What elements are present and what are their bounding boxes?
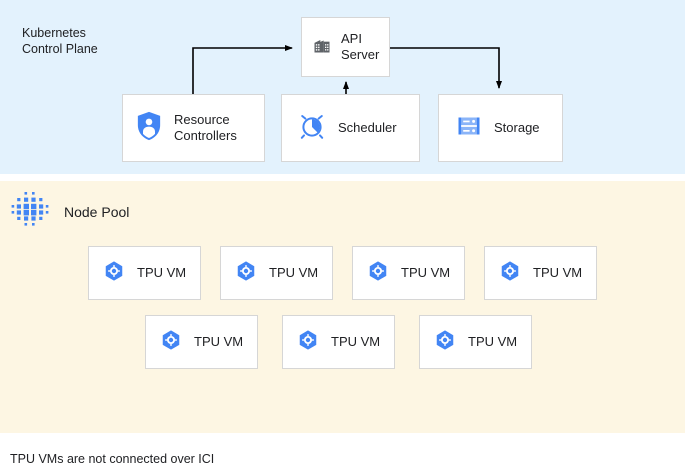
tpu-vm-box[interactable]: TPU VM bbox=[88, 246, 201, 300]
tpu-vm-box[interactable]: TPU VM bbox=[352, 246, 465, 300]
tpu-vm-label: TPU VM bbox=[533, 265, 583, 280]
server-rack-icon bbox=[456, 113, 482, 144]
shield-user-icon bbox=[136, 111, 162, 146]
hexagon-gear-icon bbox=[367, 260, 389, 287]
control-plane-title: Kubernetes Control Plane bbox=[22, 26, 98, 56]
hexagon-gear-icon bbox=[434, 329, 456, 356]
api-server-label: API Server bbox=[341, 31, 380, 62]
hexagon-gear-icon bbox=[297, 329, 319, 356]
node-pool-title: Node Pool bbox=[64, 203, 130, 220]
tpu-vm-box[interactable]: TPU VM bbox=[282, 315, 395, 369]
storage-label: Storage bbox=[494, 120, 540, 135]
tpu-vm-box[interactable]: TPU VM bbox=[220, 246, 333, 300]
scheduler-label: Scheduler bbox=[338, 120, 397, 135]
storage-box[interactable]: Storage bbox=[438, 94, 563, 162]
diagram-caption: TPU VMs are not connected over ICI bbox=[10, 452, 215, 466]
api-server-box[interactable]: API Server bbox=[301, 17, 390, 77]
building-icon bbox=[312, 35, 332, 60]
hexagon-gear-icon bbox=[235, 260, 257, 287]
hexagon-gear-icon bbox=[103, 260, 125, 287]
node-pool-header: Node Pool bbox=[10, 190, 129, 233]
hexagon-gear-icon bbox=[160, 329, 182, 356]
tpu-vm-label: TPU VM bbox=[468, 334, 518, 349]
tpu-vm-box[interactable]: TPU VM bbox=[419, 315, 532, 369]
tpu-vm-label: TPU VM bbox=[401, 265, 451, 280]
node-pool-panel bbox=[0, 181, 685, 433]
resource-controllers-box[interactable]: Resource Controllers bbox=[122, 94, 265, 162]
tpu-vm-box[interactable]: TPU VM bbox=[484, 246, 597, 300]
tpu-vm-label: TPU VM bbox=[194, 334, 244, 349]
tpu-vm-label: TPU VM bbox=[331, 334, 381, 349]
alarm-clock-icon bbox=[298, 112, 326, 145]
tpu-vm-label: TPU VM bbox=[137, 265, 187, 280]
hexagon-gear-icon bbox=[499, 260, 521, 287]
tpu-vm-label: TPU VM bbox=[269, 265, 319, 280]
dot-grid-icon bbox=[10, 190, 50, 233]
resource-controllers-label: Resource Controllers bbox=[174, 112, 237, 143]
tpu-vm-box[interactable]: TPU VM bbox=[145, 315, 258, 369]
scheduler-box[interactable]: Scheduler bbox=[281, 94, 420, 162]
